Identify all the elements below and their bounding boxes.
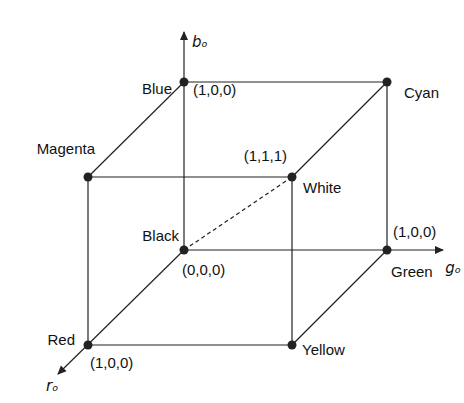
vertex-label: Blue: [142, 80, 172, 98]
axis-label: gₒ: [445, 259, 461, 277]
vertex-label: Green: [391, 263, 433, 281]
vertex-label: Cyan: [404, 84, 439, 102]
coordinate-label: (1,1,1): [244, 147, 287, 165]
coordinate-label: (1,0,0): [90, 354, 133, 372]
coordinate-label: (0,0,0): [182, 261, 225, 279]
vertex-label: Magenta: [37, 140, 95, 158]
vertex-label: Yellow: [302, 341, 345, 359]
coordinate-label: (1,0,0): [193, 81, 236, 99]
coordinate-label: (1,0,0): [393, 223, 436, 241]
vertex-label: White: [303, 179, 341, 197]
vertex-label: Red: [47, 331, 75, 349]
vertex-label: Black: [142, 227, 179, 245]
axis-label: bₒ: [192, 33, 208, 51]
axis-label: rₒ: [46, 377, 58, 395]
